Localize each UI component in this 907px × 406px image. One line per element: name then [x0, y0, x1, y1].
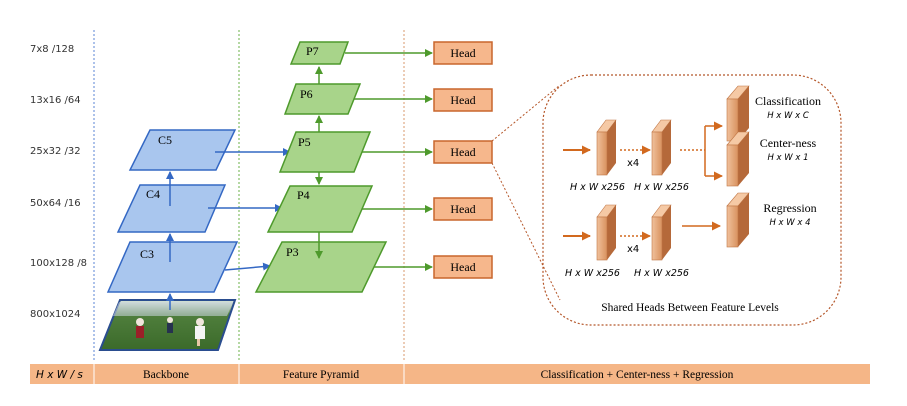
backbone-label-c4: C4: [146, 187, 160, 201]
pyramid-label-p4: P4: [297, 188, 310, 202]
feature-slab: [651, 204, 672, 261]
resolution-label-p7: 7x8 /128: [30, 44, 75, 55]
backbone-level-c5: [128, 129, 237, 171]
resolution-label-p3: 100x128 /8: [30, 258, 88, 269]
head-box-p7: [433, 41, 493, 65]
zoom-connector: [491, 84, 561, 142]
pyramid-level-p4: [266, 185, 374, 233]
pyramid-level-p5: [278, 131, 372, 173]
pyramid-level-p6: [283, 83, 362, 115]
footer-hw-label: H x W / s: [36, 369, 83, 381]
tower-dim-label: H x W x256: [570, 182, 625, 193]
shared-heads-caption: Shared Heads Between Feature Levels: [601, 302, 779, 314]
backbone-level-c4: [116, 184, 227, 233]
footer-backbone-label: Backbone: [143, 369, 189, 381]
footer-pyramid-label: Feature Pyramid: [283, 369, 360, 381]
tower-dim-label: H x W x256: [565, 268, 620, 279]
centerness-dim-label: H x W x 1: [767, 153, 808, 163]
footer-heads-label: Classification + Center-ness + Regressio…: [541, 369, 734, 381]
head-label: Head: [450, 145, 475, 159]
lateral-arrow-c3-p3: [224, 262, 271, 271]
resolution-label-p6: 13x16 /64: [30, 95, 81, 106]
head-label: Head: [450, 46, 475, 60]
input-image: [98, 299, 237, 351]
head-label: Head: [450, 260, 475, 274]
classification-dim-label: H x W x C: [767, 111, 809, 121]
pyramid-level-p3: [254, 241, 388, 293]
footer-bar: [30, 364, 870, 384]
regression-label: Regression: [763, 201, 816, 215]
resolution-label-p5: 25x32 /32: [30, 146, 81, 157]
centerness-output-slab: [726, 131, 750, 187]
pyramid-label-p5: P5: [298, 135, 311, 149]
head-box-p5: [433, 140, 493, 164]
tower-dim-label: H x W x256: [634, 182, 689, 193]
backbone-label-c5: C5: [158, 133, 172, 147]
shared-heads-panel: [542, 74, 842, 326]
pyramid-label-p3: P3: [286, 245, 299, 259]
pyramid-level-p7: [289, 41, 350, 65]
feature-slab: [596, 204, 617, 261]
tower-dim-label: H x W x256: [634, 268, 689, 279]
head-box-p6: [433, 88, 493, 112]
resolution-label-input: 800x1024: [30, 309, 81, 320]
resolution-label-p4: 50x64 /16: [30, 198, 81, 209]
repeat-count-label: x4: [627, 158, 639, 169]
pyramid-label-p6: P6: [300, 87, 313, 101]
head-box-p3: [433, 255, 493, 279]
head-box-p4: [433, 197, 493, 221]
backbone-label-c3: C3: [140, 247, 154, 261]
backbone-level-c3: [106, 241, 239, 293]
zoom-connector: [491, 162, 561, 301]
feature-slab: [596, 119, 617, 176]
repeat-count-label: x4: [627, 244, 639, 255]
classification-label: Classification: [755, 94, 821, 108]
head-label: Head: [450, 202, 475, 216]
regression-output-slab: [726, 192, 750, 248]
regression-dim-label: H x W x 4: [769, 218, 810, 228]
pyramid-label-p7: P7: [306, 44, 319, 58]
feature-slab: [651, 119, 672, 176]
centerness-label: Center-ness: [760, 136, 817, 150]
head-label: Head: [450, 93, 475, 107]
